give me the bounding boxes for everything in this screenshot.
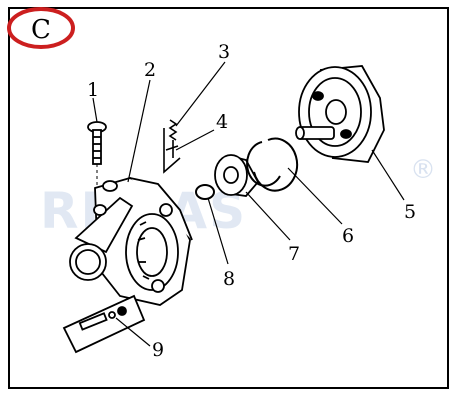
callout-2: 2 [144, 59, 156, 81]
callout-labels: 1 2 3 4 5 6 7 8 9 [87, 41, 416, 361]
callout-7: 7 [288, 243, 300, 265]
section-badge: C [7, 7, 75, 49]
callout-8: 8 [223, 268, 235, 290]
callout-4: 4 [216, 111, 228, 133]
part-3-spring [168, 119, 178, 158]
leader-9 [115, 317, 151, 347]
leader-6 [287, 167, 343, 225]
leader-4 [175, 129, 215, 151]
leader-7 [245, 191, 291, 241]
part-2-clutch-housing [69, 177, 193, 306]
callout-1: 1 [87, 79, 99, 101]
part-6-retaining-ring [246, 137, 299, 192]
leader-3 [175, 61, 226, 127]
part-1-screw [87, 121, 107, 212]
part-5-clutch-drum [295, 65, 385, 163]
leader-5 [371, 149, 405, 201]
callout-9: 9 [152, 339, 164, 361]
badge-ring [7, 7, 75, 49]
leader-1 [92, 97, 98, 123]
leader-lines [92, 61, 405, 347]
watermark-registered-mark: ® [410, 155, 436, 185]
leader-8 [207, 197, 229, 265]
part-8-circlip [195, 184, 215, 200]
part-4-spring-clip [163, 128, 181, 174]
badge-label: C [31, 15, 51, 45]
callout-5: 5 [404, 201, 416, 223]
callout-6: 6 [342, 225, 354, 247]
leader-2 [127, 79, 151, 183]
part-7-bearing [214, 154, 260, 197]
part-9-bolt-washer-set [62, 294, 146, 354]
callout-3: 3 [218, 41, 230, 63]
